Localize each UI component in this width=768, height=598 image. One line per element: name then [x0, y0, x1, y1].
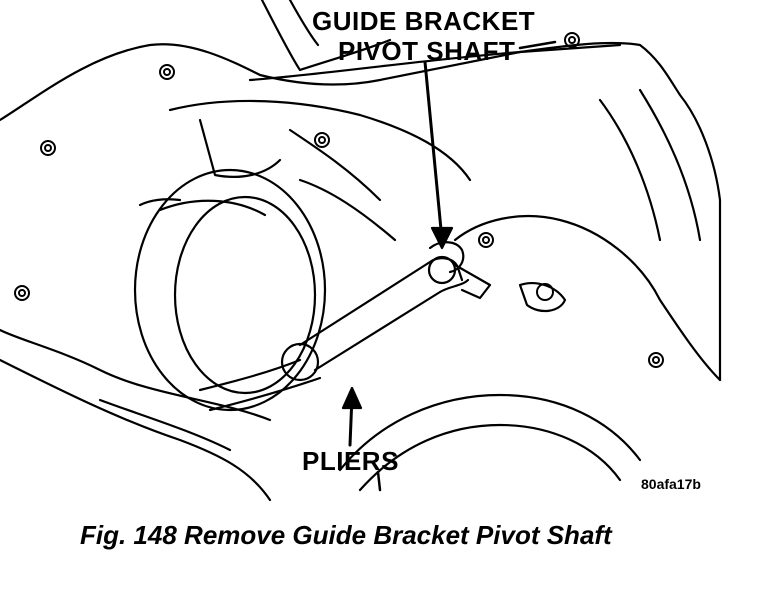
- bolt-holes: [14, 32, 664, 368]
- center-rib-2: [298, 178, 397, 242]
- right-rib: [598, 98, 662, 242]
- bearing-bore-inner: [173, 195, 317, 395]
- case-body-lower-arc-2: [358, 423, 622, 492]
- guide-bracket-leader-arrow: [430, 226, 454, 250]
- bolt-hole-6: [648, 352, 664, 368]
- hand-lower-outline: [0, 358, 272, 502]
- bearing-bore-lip: [138, 198, 182, 207]
- pliers-drawing: [198, 255, 492, 412]
- right-plate-slot: [518, 282, 567, 313]
- hand-lower-thumb: [98, 398, 232, 452]
- bolt-hole-4: [14, 285, 30, 301]
- pliers-handle-edge-1: [198, 358, 302, 392]
- pliers-label: PLIERS: [302, 446, 399, 476]
- bearing-bore-ridge: [158, 199, 267, 217]
- reference-code: 80afa17b: [641, 476, 701, 492]
- hand-top-outline: [260, 0, 392, 72]
- pliers-leader-arrow: [341, 386, 363, 410]
- bolt-hole-5: [478, 232, 494, 248]
- pliers-handle-edge-2: [208, 376, 322, 412]
- right-plate-outline: [453, 214, 722, 382]
- case-body-lower-arc: [338, 393, 642, 472]
- guide-bracket-label-tick: [518, 40, 557, 50]
- guide-bracket-label-line1: GUIDE BRACKET: [312, 6, 536, 36]
- bolt-hole-7: [564, 32, 580, 48]
- pliers-tip: [453, 263, 492, 300]
- pliers-under-tick: [376, 470, 382, 492]
- bolt-hole-1: [159, 64, 175, 80]
- center-web: [198, 118, 282, 178]
- bolt-hole-8: [536, 283, 554, 301]
- bearing-bore-outer: [133, 168, 327, 412]
- bolt-hole-3: [314, 132, 330, 148]
- figure-caption: Fig. 148 Remove Guide Bracket Pivot Shaf…: [80, 520, 612, 550]
- guide-bracket-label-line2: PIVOT SHAFT: [338, 36, 516, 66]
- hand-top-fold: [288, 0, 320, 47]
- case-body-left: [0, 328, 272, 422]
- bolt-hole-2: [40, 140, 56, 156]
- housing-inner-ledge: [168, 99, 472, 182]
- center-rib-1: [288, 128, 382, 202]
- right-rib-2: [638, 88, 702, 242]
- housing-top-rail: [248, 43, 622, 82]
- pliers-lower-jaw: [313, 278, 470, 372]
- housing-flange-outline: [0, 41, 722, 382]
- pliers-pivot-ring: [280, 342, 320, 382]
- pliers-tip-ring: [427, 255, 457, 285]
- guide-bracket-leader: [423, 60, 444, 242]
